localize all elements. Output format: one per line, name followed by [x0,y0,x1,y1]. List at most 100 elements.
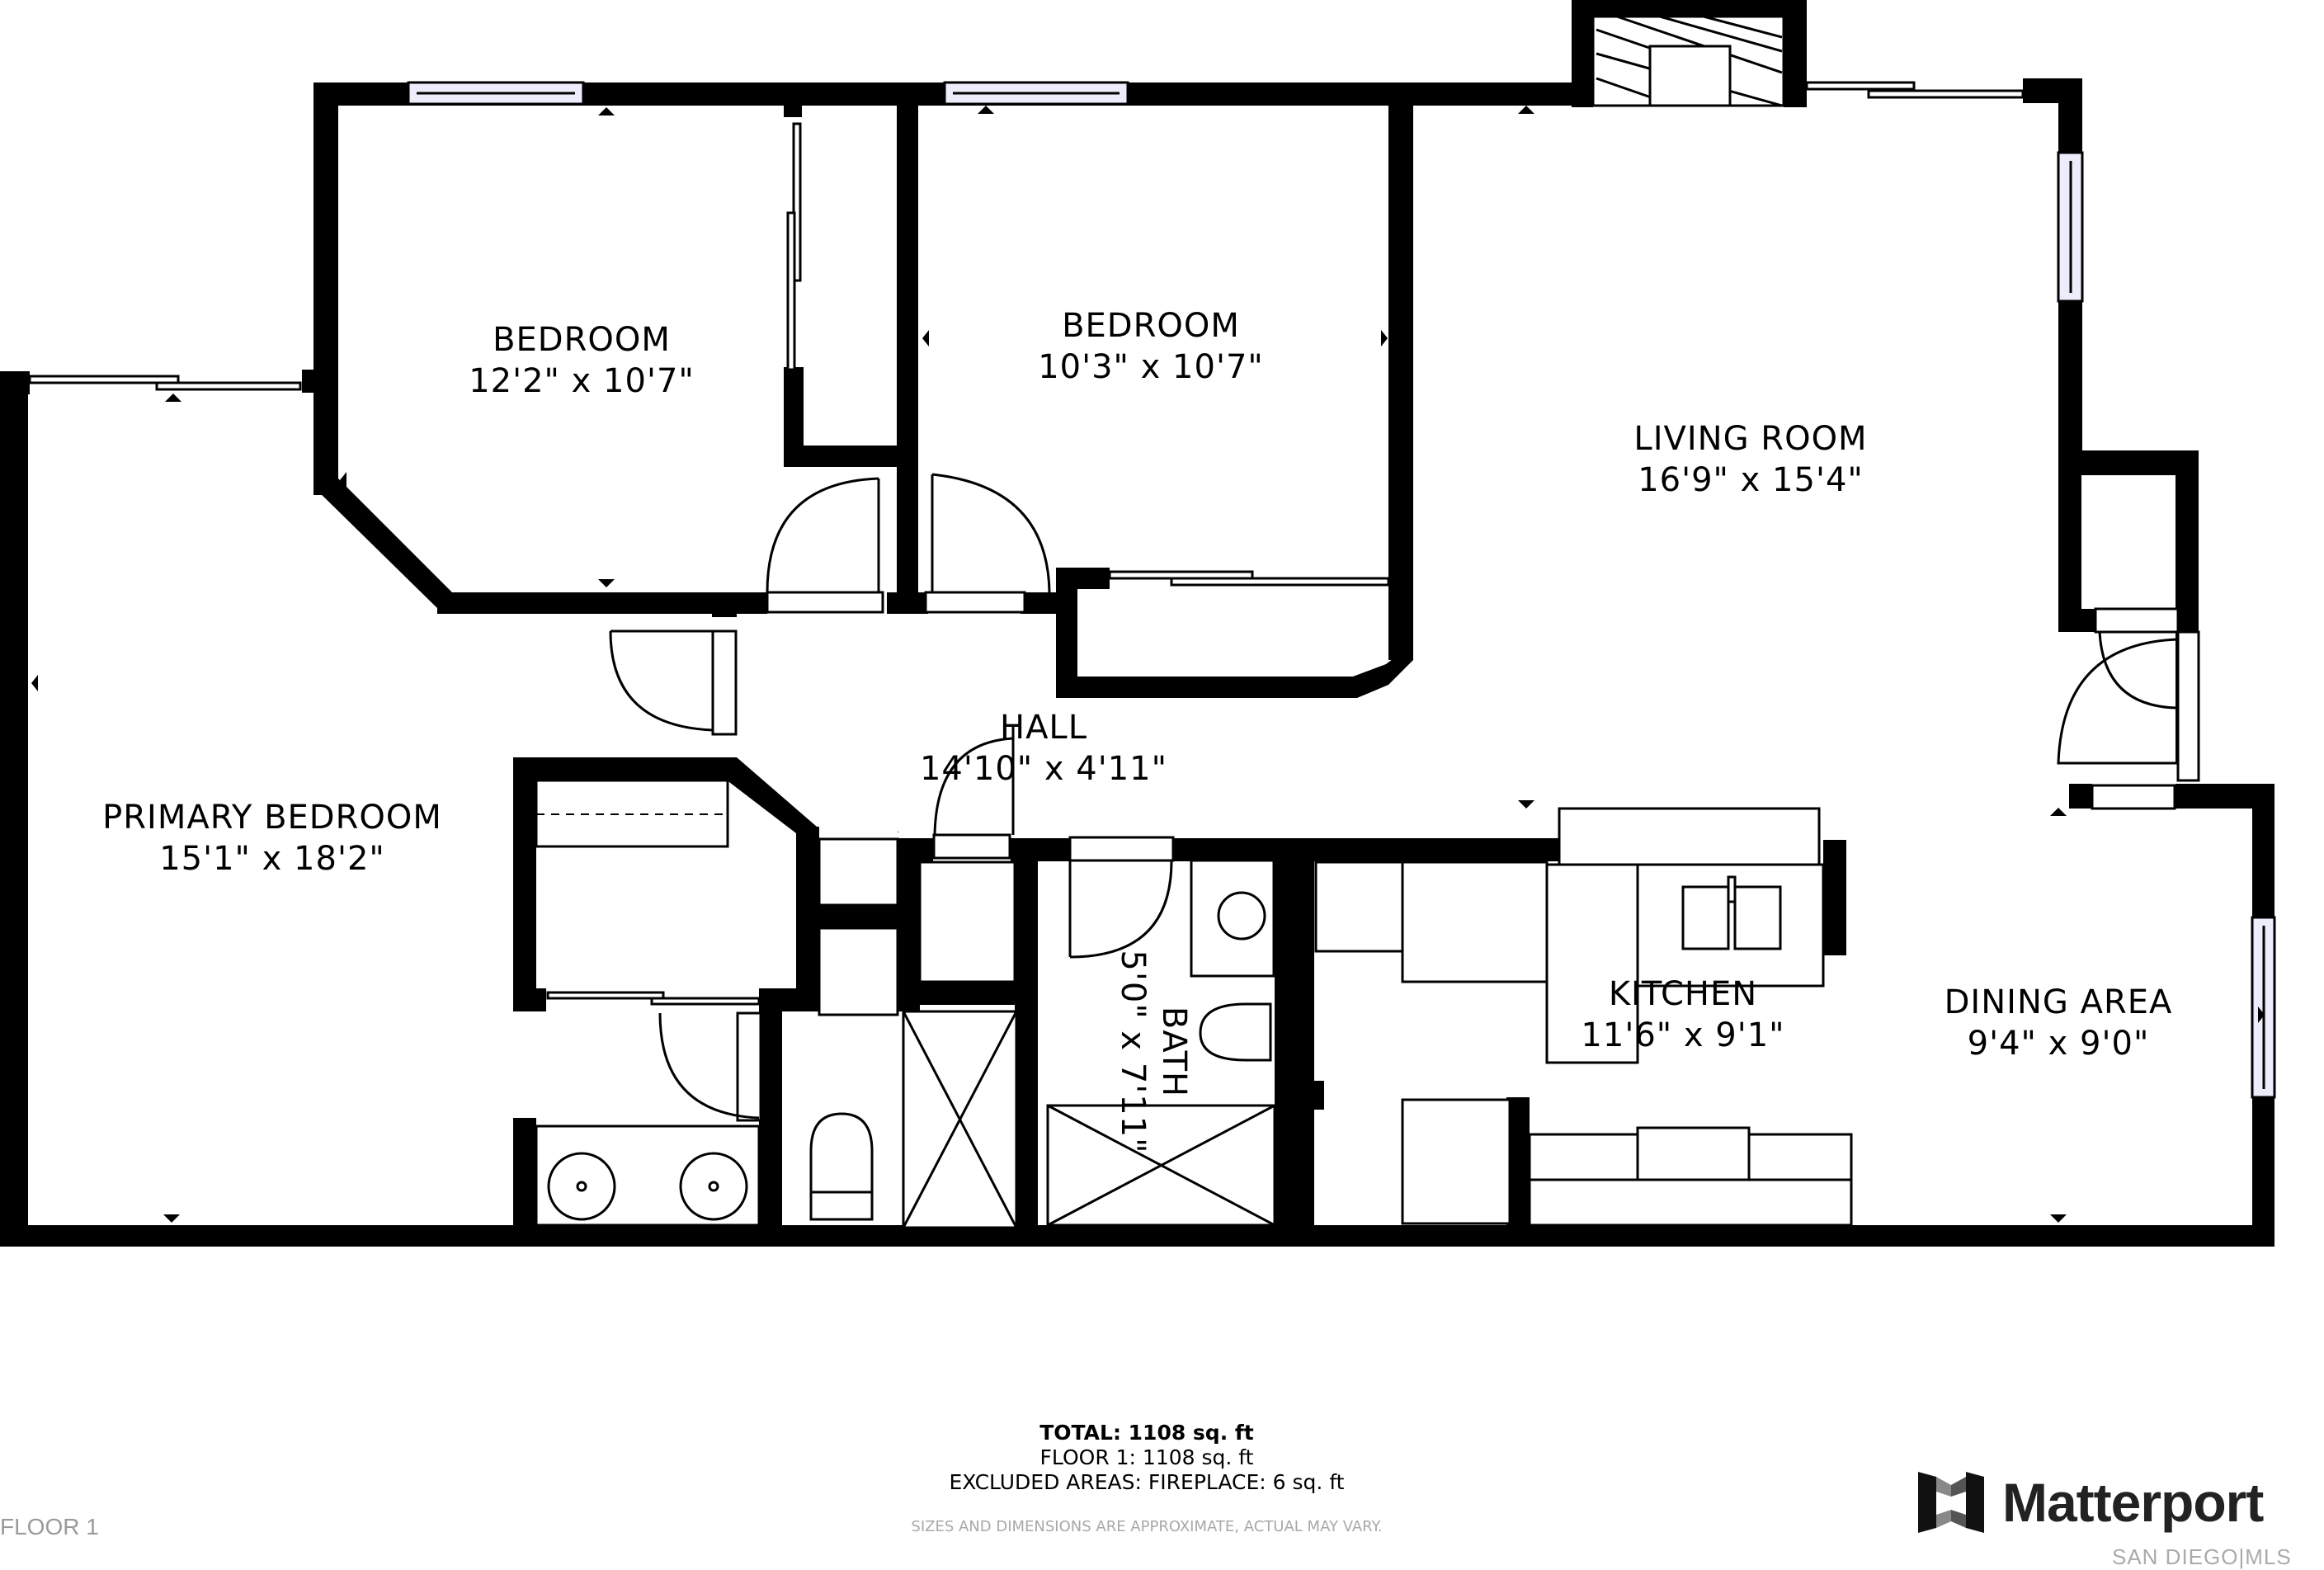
sink [1217,891,1266,941]
door-swing-bedroom1[interactable] [766,477,880,593]
door-threshold [1068,836,1175,862]
wall-closet-primary-left [513,757,536,1001]
door-threshold [932,833,1011,860]
room-name: BATH [1155,1007,1193,1097]
sink [679,1152,748,1221]
room-dimensions: 12'2" x 10'7" [469,362,695,400]
wall-closet3-bottom [2058,609,2095,632]
wall-peninsula [1823,840,1846,955]
room-name: DINING AREA [1945,983,2173,1021]
room-dimensions: 5'0" x 7'11" [1114,950,1152,1153]
door-threshold [2091,784,2176,810]
door-swing-primary-bath[interactable] [658,1012,760,1120]
faucet [1727,875,1737,903]
matterport-logo-icon [1918,1472,1984,1533]
wall-stub [897,838,933,861]
arrow-marker [31,675,38,691]
wall-bedroom2-right [1388,99,1413,660]
arrow-marker [163,1214,180,1223]
door-threshold [766,591,884,614]
wall-stub [513,988,546,1011]
sliding-door-panel [1867,89,2025,99]
firebox [1648,45,1732,107]
room-name: LIVING ROOM [1633,420,1867,458]
arrow-marker [165,394,181,402]
wall-closet2-stub [1056,568,1110,589]
stove [1636,1126,1751,1181]
room-name: HALL [1000,709,1087,747]
door-swing-primary[interactable] [609,629,714,732]
room-name: BEDROOM [493,321,671,359]
brand-name: Matterport [2002,1472,2264,1533]
door-threshold [2094,607,2180,634]
toilet [1199,1002,1272,1062]
room-dimensions: 16'9" x 15'4" [1638,461,1864,499]
wall-shower-top [897,982,1033,1005]
wall-closet3-left [2058,450,2081,632]
wall-fireplace-top [1572,0,1807,17]
door-threshold [711,629,738,736]
arrow-marker [2258,1007,2265,1023]
appliance [1401,1098,1511,1225]
door-swing-linen[interactable] [933,726,1015,836]
closet-space [918,860,1016,983]
arrow-marker [978,106,994,114]
arrow-marker [598,107,615,116]
wall-entry-stub [2069,784,2092,809]
room-dimensions: 10'3" x 10'7" [1038,348,1264,386]
room-dimensions: 9'4" x 9'0" [1968,1025,2150,1063]
closet-slider [650,997,761,1006]
door-threshold [924,591,1026,614]
door-threshold [2176,630,2200,782]
floor1-area: FLOOR 1: 1108 sq. ft [1039,1445,1254,1469]
excluded-areas: EXCLUDED AREAS: FIREPLACE: 6 sq. ft [949,1470,1345,1494]
room-labels: BEDROOM 12'2" x 10'7" BEDROOM 10'3" x 10… [102,307,2173,1154]
sink-bowl [1733,885,1782,950]
fixtures [535,15,1853,1229]
room-dimensions: 11'6" x 9'1" [1581,1016,1784,1054]
wall-bedroom2-left [897,83,918,611]
linen-shelf [818,837,899,907]
arrow-marker [598,579,615,587]
toilet [809,1112,874,1221]
room-dimensions: 14'10" x 4'11" [920,750,1167,788]
wall-bedroom1-left [313,83,338,495]
floor-plan: BEDROOM 12'2" x 10'7" BEDROOM 10'3" x 10… [0,0,2276,1247]
wall-left-outer [0,371,28,1246]
arrow-marker [340,472,346,488]
sliding-door-panel [28,375,180,384]
refrigerator [1401,860,1549,983]
wall-fireplace-right [1784,0,1807,107]
sliding-doors [28,81,2025,1006]
wall-bath-left [1015,838,1038,1246]
door-swing-bedroom2[interactable] [931,473,1051,593]
door-swing-closet[interactable] [2098,631,2176,710]
wall-closet-bottom [784,446,899,467]
closet-slider [786,211,796,371]
door-swing-bath[interactable] [1068,860,1173,959]
wall-linen-mid [819,906,920,929]
door-swing-entry[interactable] [2057,638,2179,765]
wall-bedroom1-diagonal [313,479,452,611]
measurement-arrows [31,106,2265,1223]
wall-corner [0,371,30,394]
arrow-marker [1381,330,1388,347]
wall-closet-top [784,101,802,117]
doors [609,473,2200,1122]
sliding-door-panel [1805,81,1916,91]
peninsula-top [1558,807,1821,866]
sliding-door-panel [1170,577,1390,587]
linen-shelf [818,926,899,1016]
wall-fireplace-left [1572,0,1593,107]
sink-bowl [1681,885,1730,950]
arrow-marker [922,330,929,347]
wall-living-right [2058,78,2082,153]
room-dimensions: 15'1" x 18'2" [159,840,385,878]
counter [1314,860,1404,953]
wall-hall-diagonal [715,757,817,842]
closet-slider [792,122,802,282]
room-name: PRIMARY BEDROOM [102,799,442,837]
door-threshold [736,1011,762,1122]
wall-kitchen-top [1167,838,1572,861]
wall-bottom-outer [0,1225,2275,1247]
